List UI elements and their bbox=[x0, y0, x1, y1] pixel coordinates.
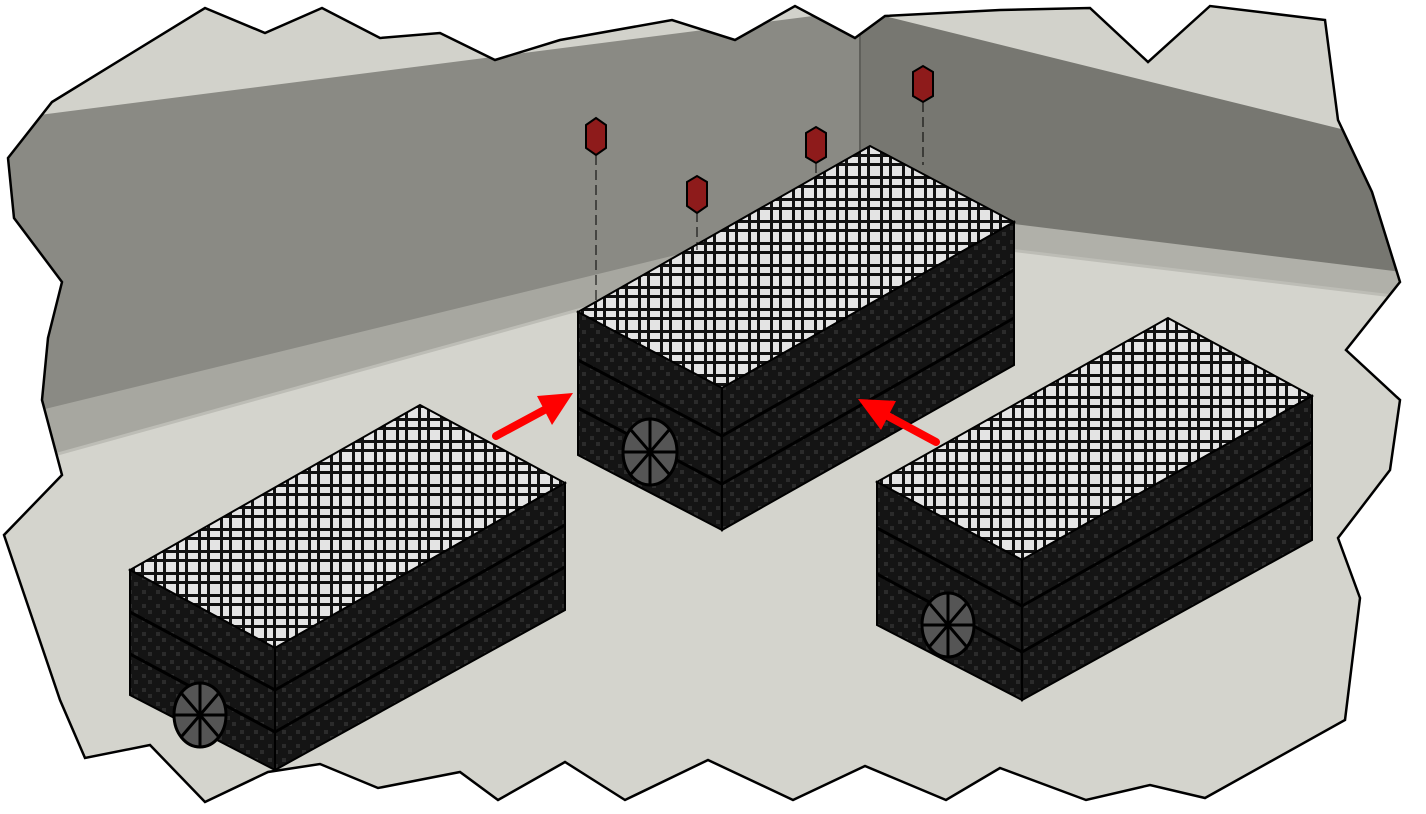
center-block bbox=[575, 144, 1017, 532]
clip-icon bbox=[686, 174, 708, 215]
right-block bbox=[874, 316, 1315, 702]
left-block-side bbox=[274, 481, 566, 772]
side-port-icon bbox=[920, 591, 976, 659]
clip-icon bbox=[585, 116, 607, 157]
right-block-side bbox=[1021, 394, 1313, 702]
arrow-left-to-center bbox=[492, 393, 573, 440]
clip-icon bbox=[805, 125, 827, 165]
connection-clips bbox=[585, 64, 934, 310]
clip-icon bbox=[912, 64, 934, 104]
side-port-icon bbox=[172, 681, 228, 749]
arrow-right-to-center bbox=[858, 399, 940, 446]
left-block bbox=[127, 403, 568, 772]
back-wall-left bbox=[4, 10, 860, 470]
side-port-icon bbox=[621, 417, 679, 487]
